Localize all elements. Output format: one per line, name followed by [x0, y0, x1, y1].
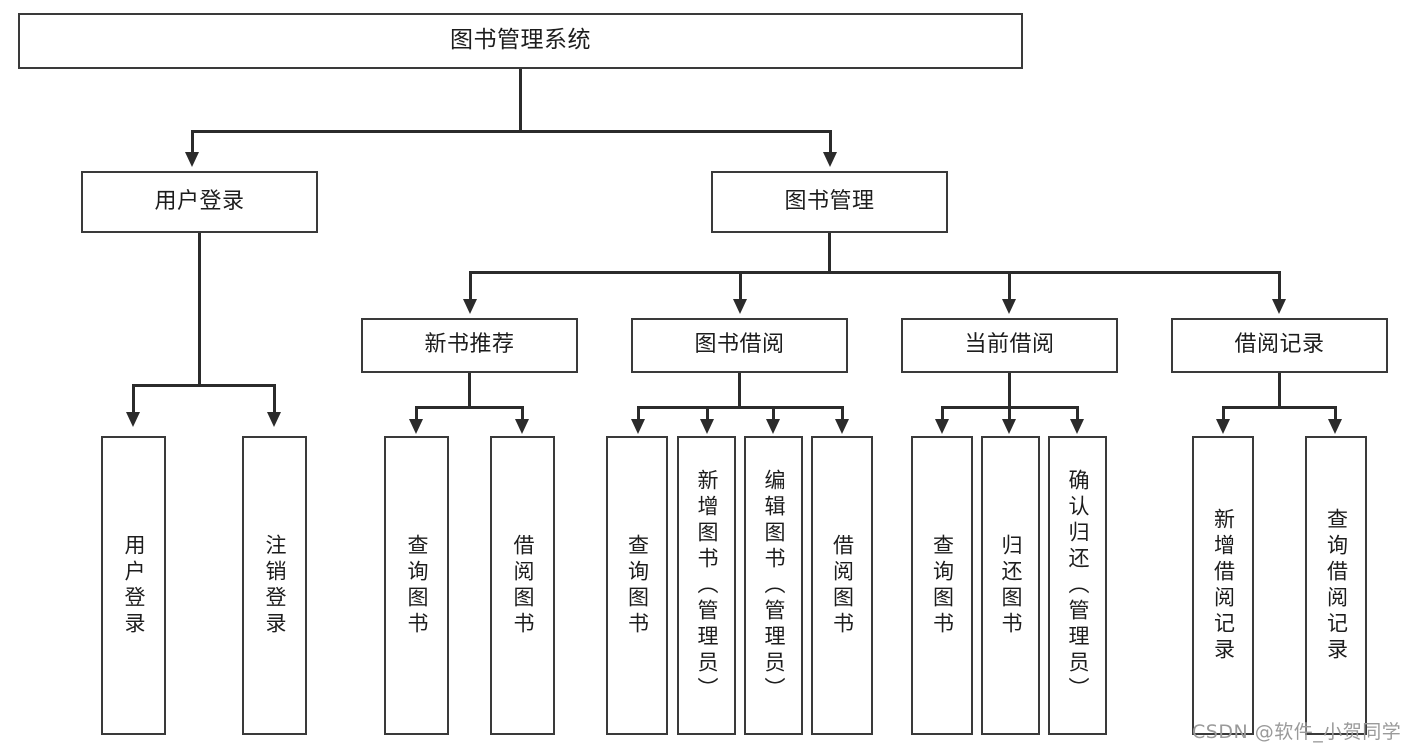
- edge-user-login-drop-1: [132, 384, 135, 416]
- node-current-borrow[interactable]: 当前借阅: [901, 318, 1118, 373]
- leaf-label: 查询借阅记录: [1324, 507, 1349, 664]
- node-book-borrow[interactable]: 图书借阅: [631, 318, 848, 373]
- edge-bb-drop-2: [706, 406, 709, 422]
- edge-book-mgmt-stem: [828, 233, 831, 272]
- node-book-management[interactable]: 图书管理: [711, 171, 948, 233]
- arrow-nbr-1: [409, 419, 423, 434]
- leaf-label: 归还图书: [999, 533, 1023, 638]
- edge-bb-drop-4: [841, 406, 844, 422]
- edge-root-bus: [191, 130, 831, 133]
- edge-nbr-drop-1: [415, 406, 418, 422]
- edge-book-mgmt-drop-3: [1008, 271, 1011, 303]
- arrow-bb-4: [835, 419, 849, 434]
- node-label: 用户登录: [154, 188, 245, 214]
- edge-cb-drop-1: [941, 406, 944, 422]
- leaf-label: 确认归还（管理员）: [1066, 468, 1090, 703]
- leaf-label: 编辑图书（管理员）: [762, 468, 786, 703]
- edge-book-mgmt-drop-2: [739, 271, 742, 303]
- leaf-br-add-record[interactable]: 新增借阅记录: [1192, 436, 1254, 735]
- arrow-to-book-mgmt: [823, 152, 837, 167]
- leaf-label: 查询图书: [405, 533, 429, 638]
- arrow-book-mgmt-2: [733, 299, 747, 314]
- arrow-cb-1: [935, 419, 949, 434]
- arrow-book-mgmt-4: [1272, 299, 1286, 314]
- leaf-cb-confirm-return-admin[interactable]: 确认归还（管理员）: [1048, 436, 1107, 735]
- node-label: 图书管理: [784, 188, 875, 214]
- edge-bb-drop-3: [772, 406, 775, 422]
- edge-root-to-book-mgmt: [829, 130, 832, 156]
- node-label: 借阅记录: [1234, 332, 1325, 358]
- node-label: 图书借阅: [694, 332, 785, 358]
- leaf-bb-borrow-book[interactable]: 借阅图书: [811, 436, 873, 735]
- edge-book-mgmt-drop-1: [469, 271, 472, 303]
- leaf-label: 查询图书: [625, 533, 650, 638]
- arrow-user-login-2: [267, 412, 281, 427]
- node-label: 当前借阅: [964, 332, 1055, 358]
- node-new-book-recommend[interactable]: 新书推荐: [361, 318, 578, 373]
- arrow-bb-3: [766, 419, 780, 434]
- node-user-login[interactable]: 用户登录: [81, 171, 318, 233]
- leaf-label: 新增借阅记录: [1211, 507, 1236, 664]
- edge-bb-stem: [738, 373, 741, 407]
- edge-bb-drop-1: [637, 406, 640, 422]
- arrow-br-1: [1216, 419, 1230, 434]
- edge-nbr-stem: [468, 373, 471, 407]
- edge-br-bus: [1222, 406, 1336, 409]
- leaf-bb-query-book[interactable]: 查询图书: [606, 436, 668, 735]
- edge-user-login-drop-2: [273, 384, 276, 416]
- edge-root-to-user-login: [191, 130, 194, 156]
- edge-book-mgmt-bus: [469, 271, 1281, 274]
- leaf-user-login-logout[interactable]: 注销登录: [242, 436, 307, 735]
- node-label: 新书推荐: [424, 332, 515, 358]
- leaf-br-query-record[interactable]: 查询借阅记录: [1305, 436, 1367, 735]
- arrow-br-2: [1328, 419, 1342, 434]
- edge-nbr-bus: [415, 406, 523, 409]
- edge-cb-stem: [1008, 373, 1011, 407]
- leaf-cb-query-book[interactable]: 查询图书: [911, 436, 973, 735]
- edge-nbr-drop-2: [521, 406, 524, 422]
- edge-book-mgmt-drop-4: [1278, 271, 1281, 303]
- arrow-bb-2: [700, 419, 714, 434]
- leaf-label: 借阅图书: [830, 533, 855, 638]
- arrow-nbr-2: [515, 419, 529, 434]
- arrow-cb-2: [1002, 419, 1016, 434]
- node-root-system[interactable]: 图书管理系统: [18, 13, 1023, 69]
- arrow-cb-3: [1070, 419, 1084, 434]
- edge-user-login-stem: [198, 233, 201, 385]
- edge-cb-drop-3: [1076, 406, 1079, 422]
- arrow-book-mgmt-3: [1002, 299, 1016, 314]
- leaf-nbr-query-book[interactable]: 查询图书: [384, 436, 449, 735]
- edge-user-login-bus: [132, 384, 275, 387]
- leaf-cb-return-book[interactable]: 归还图书: [981, 436, 1040, 735]
- edge-br-drop-1: [1222, 406, 1225, 422]
- leaf-bb-edit-book-admin[interactable]: 编辑图书（管理员）: [744, 436, 803, 735]
- arrow-bb-1: [631, 419, 645, 434]
- arrow-user-login-1: [126, 412, 140, 427]
- edge-bb-bus: [637, 406, 844, 409]
- watermark-text: CSDN @软件_小贺同学: [1192, 721, 1402, 743]
- node-label: 图书管理系统: [450, 27, 591, 54]
- edge-br-stem: [1278, 373, 1281, 407]
- edge-cb-drop-2: [1008, 406, 1011, 422]
- leaf-nbr-borrow-book[interactable]: 借阅图书: [490, 436, 555, 735]
- leaf-bb-add-book-admin[interactable]: 新增图书（管理员）: [677, 436, 736, 735]
- leaf-label: 借阅图书: [511, 533, 535, 638]
- leaf-user-login-login[interactable]: 用户登录: [101, 436, 166, 735]
- arrow-to-user-login: [185, 152, 199, 167]
- edge-br-drop-2: [1334, 406, 1337, 422]
- leaf-label: 查询图书: [930, 533, 955, 638]
- node-borrow-record[interactable]: 借阅记录: [1171, 318, 1388, 373]
- edge-root-stem: [519, 69, 522, 131]
- leaf-label: 用户登录: [122, 533, 146, 638]
- leaf-label: 新增图书（管理员）: [695, 468, 719, 703]
- arrow-book-mgmt-1: [463, 299, 477, 314]
- leaf-label: 注销登录: [263, 533, 287, 638]
